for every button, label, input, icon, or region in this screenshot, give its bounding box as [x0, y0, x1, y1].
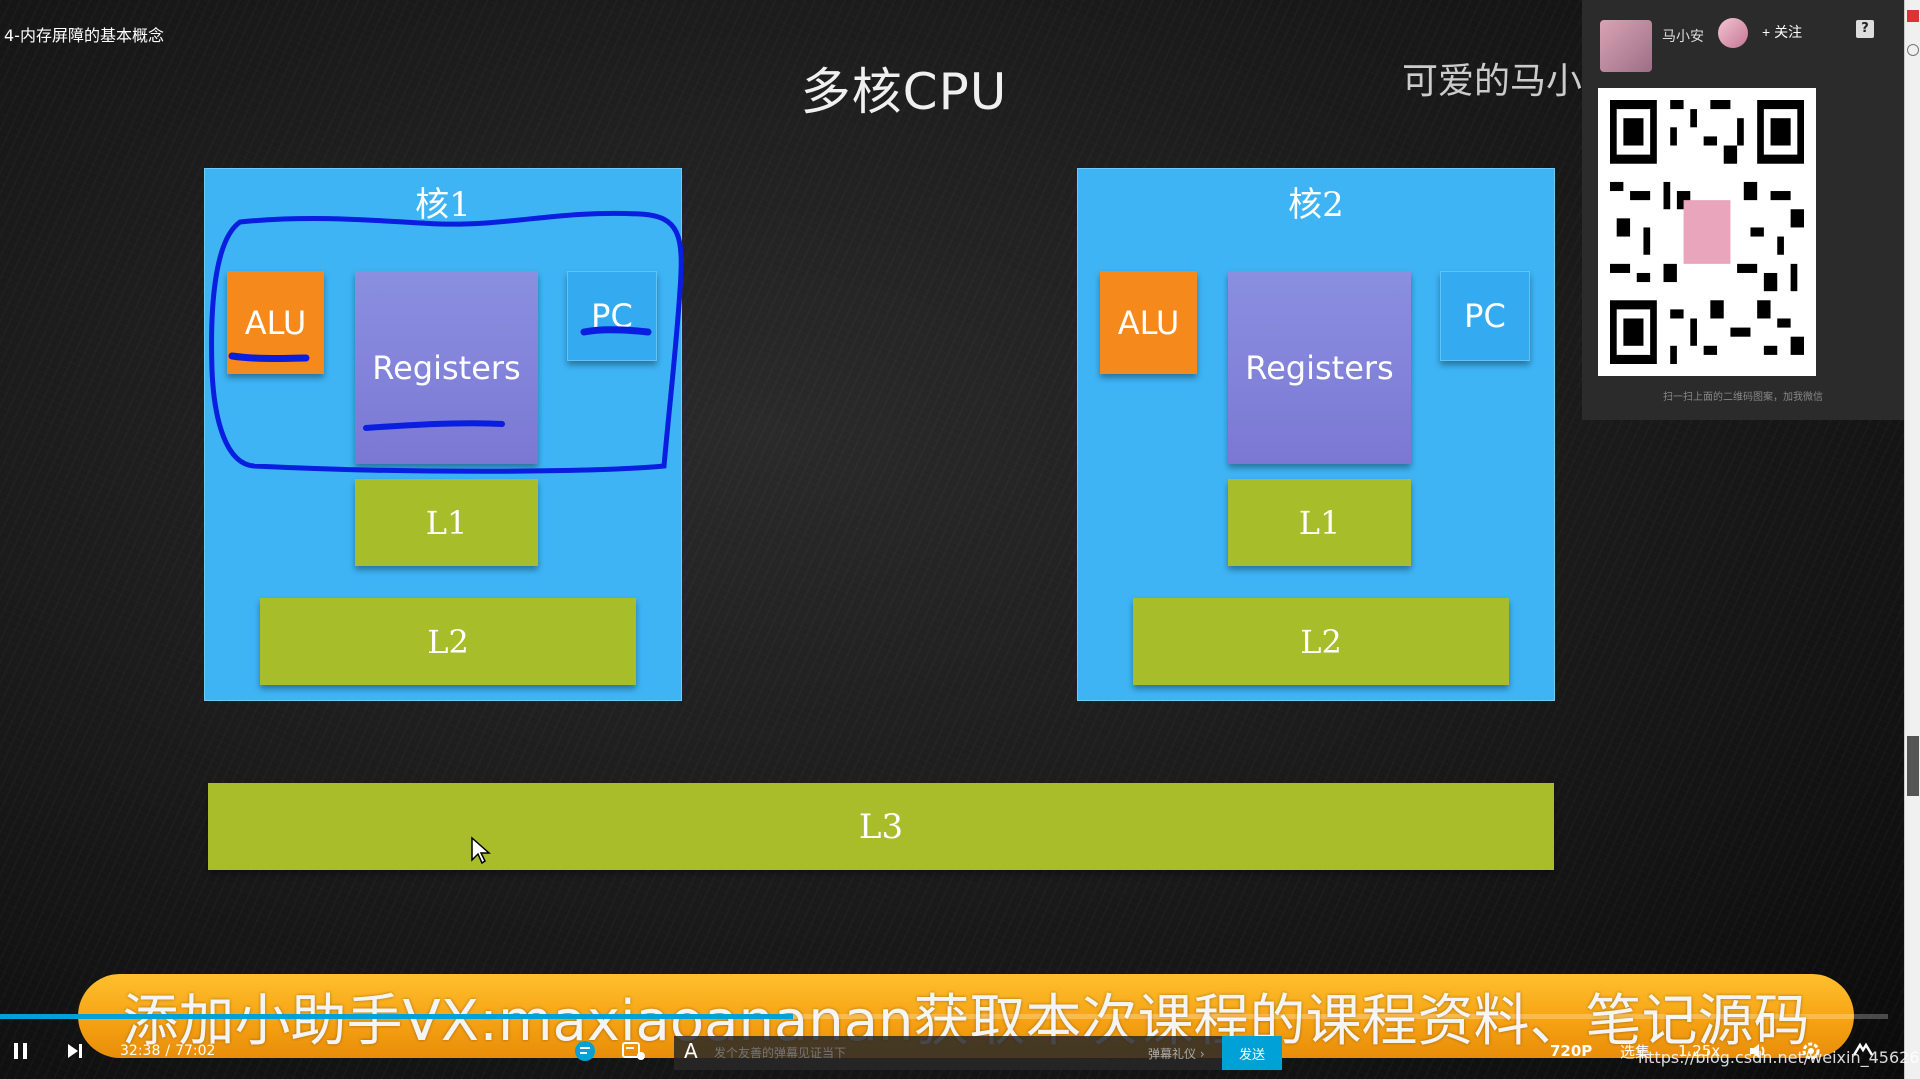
help-icon[interactable]: ?	[1856, 20, 1874, 38]
core-label: 核1	[415, 185, 471, 225]
l1-cache-block: L1	[1228, 479, 1411, 566]
episodes-button[interactable]: 选集	[1620, 1042, 1651, 1061]
video-title: 4-内存屏障的基本概念	[4, 26, 164, 45]
uploader-badge-avatar	[1718, 18, 1748, 48]
next-button[interactable]	[66, 1030, 84, 1072]
total-time: 77:02	[175, 1043, 216, 1059]
url-watermark: https://blog.csdn.net/weixin_45626756	[1638, 1048, 1920, 1067]
pc-block: PC	[567, 271, 657, 361]
pause-button[interactable]	[12, 1030, 30, 1072]
settings-icon	[1802, 1042, 1820, 1060]
uploader-avatar[interactable]	[1600, 20, 1652, 72]
danmaku-settings-icon	[622, 1042, 645, 1060]
time-display: 32:38 / 77:02	[120, 1030, 215, 1072]
font-style-icon[interactable]: A	[684, 1039, 698, 1063]
settings-button[interactable]	[1800, 1030, 1822, 1072]
uploader-name[interactable]: 马小安	[1662, 29, 1704, 45]
danmaku-toggle[interactable]	[574, 1030, 596, 1072]
back-arrow-icon[interactable]	[1907, 44, 1919, 56]
volume-button[interactable]	[1748, 1030, 1770, 1072]
fullscreen-icon	[1852, 1042, 1874, 1056]
qr-code	[1598, 88, 1816, 376]
l1-cache-block: L1	[355, 479, 538, 566]
danmaku-etiquette-link[interactable]: 弹幕礼仪 ›	[1148, 1046, 1205, 1061]
danmaku-input[interactable]	[674, 1036, 1222, 1070]
time-separator: /	[165, 1043, 171, 1059]
fullscreen-button[interactable]	[1852, 1030, 1874, 1072]
quality-selector[interactable]: 720P	[1550, 1042, 1593, 1060]
next-icon	[68, 1044, 82, 1058]
l2-cache-block: L2	[260, 598, 636, 685]
qr-caption: 扫一扫上面的二维码图案，加我微信	[1663, 392, 1823, 403]
send-danmaku-button[interactable]: 发送	[1222, 1036, 1282, 1070]
core-2-box: 核2 ALU Registers PC L1 L2	[1077, 168, 1555, 701]
danmaku-settings[interactable]	[622, 1030, 646, 1072]
slide-title: 多核CPU	[800, 63, 1008, 121]
speed-selector[interactable]: 1.25x	[1678, 1042, 1721, 1060]
uploader-panel: 马小安 + 关注 ?	[1582, 0, 1904, 420]
current-time: 32:38	[120, 1043, 161, 1059]
progress-bar[interactable]	[0, 1014, 1888, 1019]
alu-block: ALU	[1100, 271, 1197, 374]
registers-block: Registers	[1228, 271, 1411, 464]
danmaku-toggle-icon	[575, 1041, 595, 1061]
core-1-box: 核1 ALU Registers PC L1 L2	[204, 168, 682, 701]
qr-code-icon	[1610, 100, 1804, 364]
scrollbar-thumb[interactable]	[1907, 736, 1919, 796]
l2-cache-block: L2	[1133, 598, 1509, 685]
alu-block: ALU	[227, 271, 324, 374]
core-label: 核2	[1288, 185, 1344, 225]
pause-icon	[14, 1043, 27, 1059]
pc-block: PC	[1440, 271, 1530, 361]
progress-fill	[0, 1014, 793, 1019]
browser-side-strip	[1904, 0, 1920, 1079]
follow-button[interactable]: + 关注	[1762, 24, 1803, 40]
mouse-cursor-icon	[471, 836, 491, 865]
volume-icon	[1750, 1044, 1765, 1058]
browser-extension-icon[interactable]	[1907, 10, 1919, 22]
player-controls: 32:38 / 77:02 A 弹幕礼仪 › 发送 720P 选集 1.25x	[0, 1030, 1904, 1072]
l3-cache-block: L3	[208, 783, 1554, 870]
registers-block: Registers	[355, 271, 538, 464]
